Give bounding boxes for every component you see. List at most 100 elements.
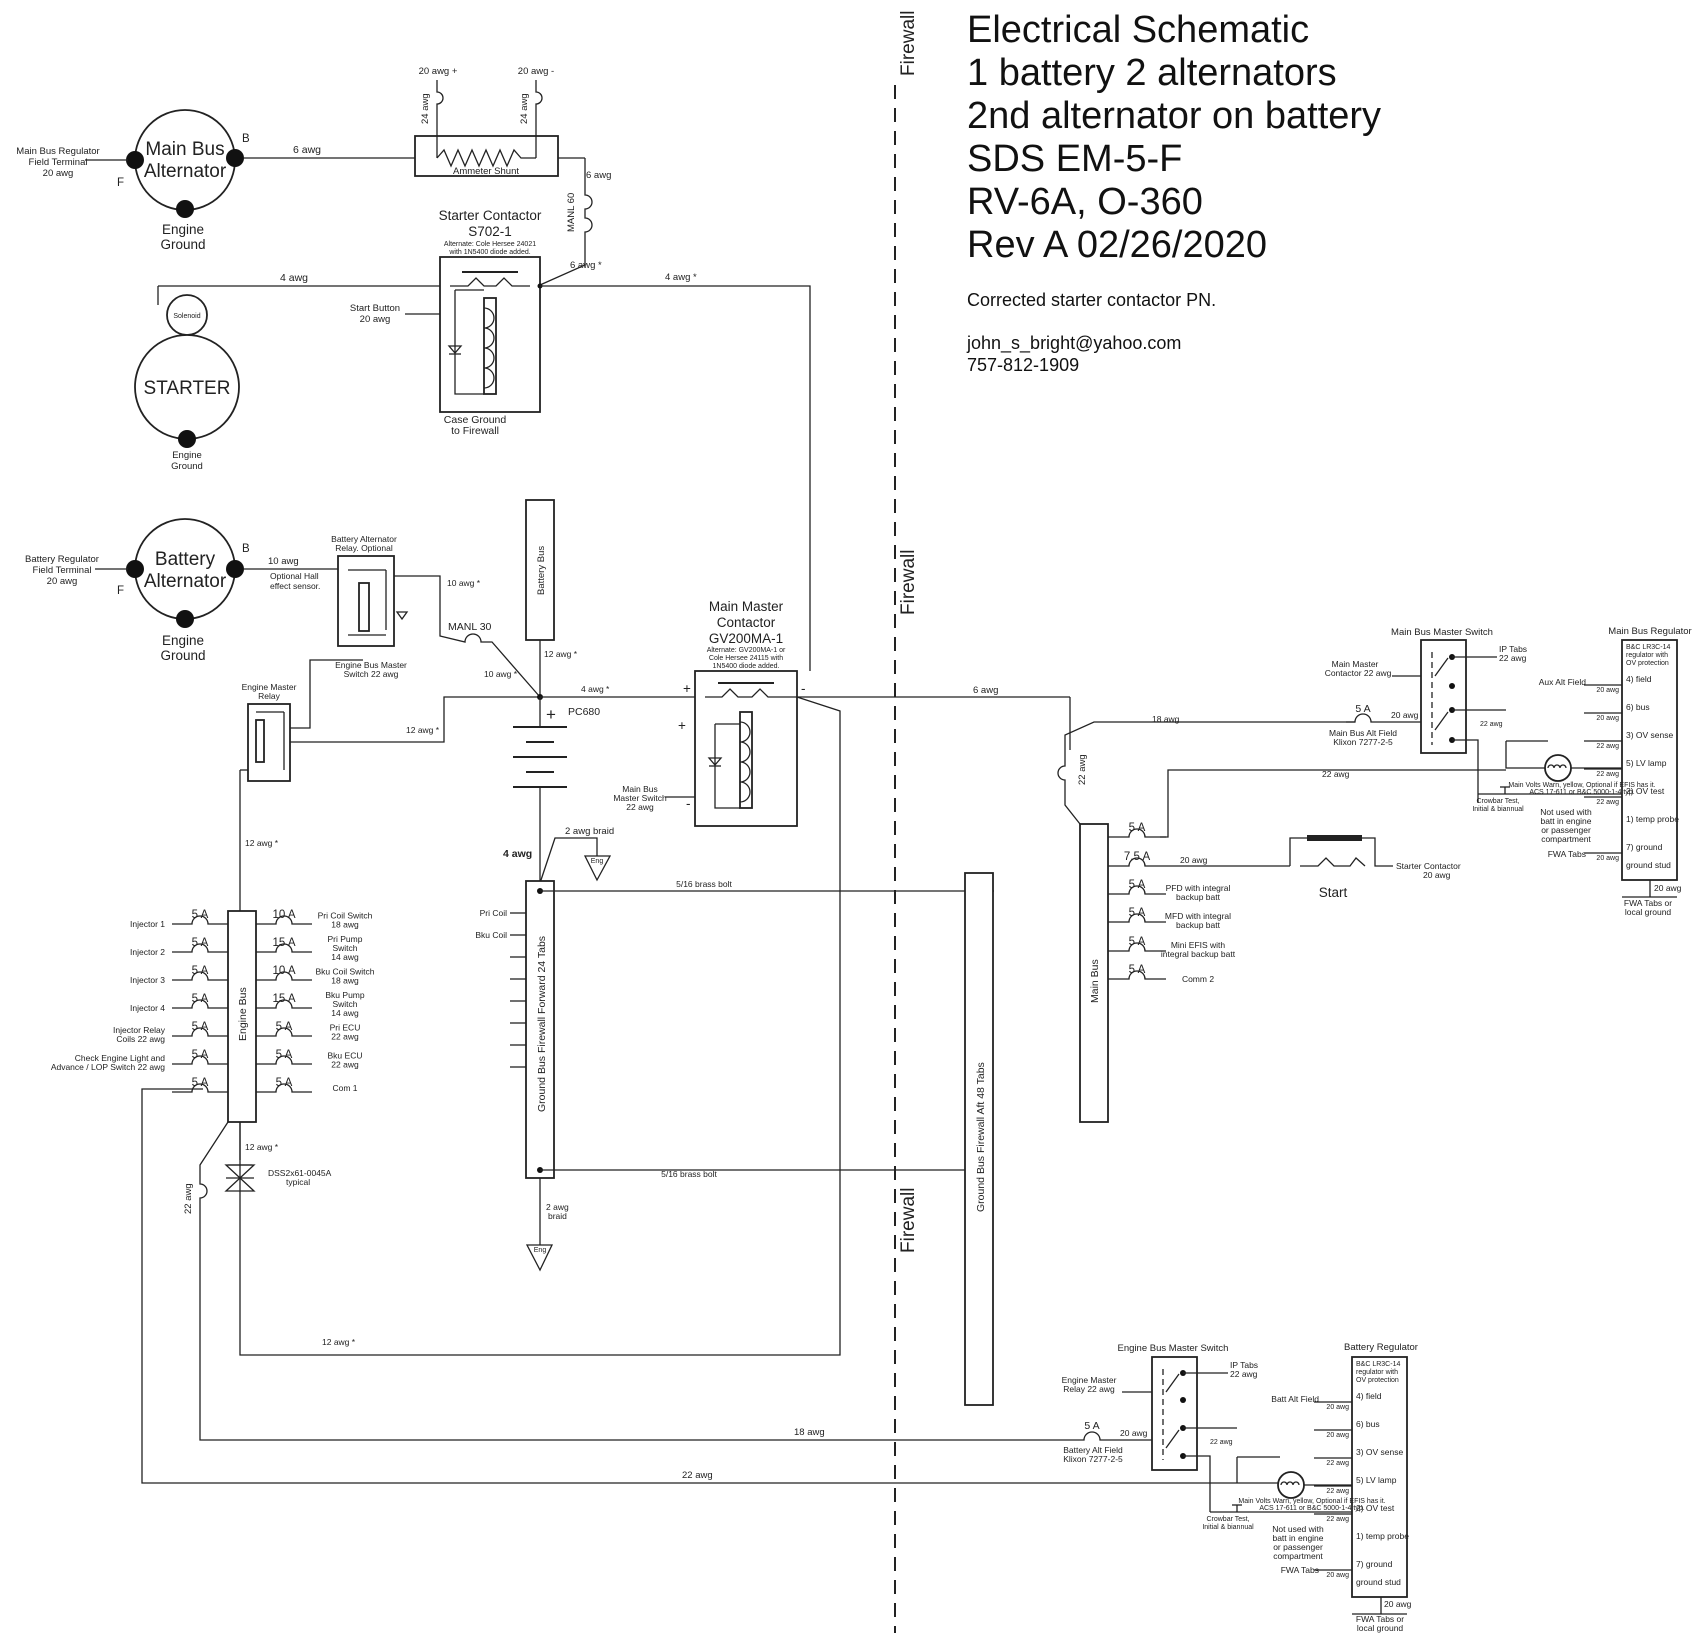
engine-bus-right-l1-6: Bku ECU (328, 1051, 363, 1061)
author-phone: 757-812-1909 (967, 355, 1079, 375)
engine-bus-left-label-1: Injector 1 (130, 919, 165, 929)
main-master-title-3: GV200MA-1 (709, 631, 783, 646)
batt-reg-terminal-5: 2) OV test (1356, 1503, 1395, 1513)
main-master-6awg: 6 awg (973, 685, 998, 696)
engine-bus-left-fuse-3: 5 A (192, 965, 209, 977)
main-reg-wire-2: 20 awg (1596, 715, 1619, 722)
main-bus-regulator: Main Bus Regulator B&C LR3C-14 regulator… (1472, 626, 1691, 917)
engine-master-relay: Engine Master Relay Engine Bus Master Sw… (239, 659, 540, 911)
engine-master-relay-2: Relay (258, 691, 280, 701)
main-bus-label: Main Bus (1089, 959, 1101, 1003)
case-ground-2: to Firewall (451, 425, 499, 437)
batt-alt-label-2: Alternator (144, 571, 227, 592)
main-master-plus-2: + (678, 718, 686, 733)
engine-bus-right-l1-3: Bku Coil Switch (315, 967, 374, 977)
main-alt-field-2: Field Terminal (29, 157, 88, 168)
ground-bus-fwd: Ground Bus Firewall Forward 24 Tabs Pri … (475, 879, 994, 1272)
main-master-title-1: Main Master (709, 599, 784, 614)
hall-sensor-1: Optional Hall (270, 571, 319, 581)
batt-reg-wire-5: 22 awg (1326, 1516, 1349, 1523)
engine-bus-18awg: 18 awg (794, 1427, 825, 1438)
main-reg-aux: Aux Alt Field (1539, 677, 1587, 687)
main-bus-alternator: Main Bus Alternator B F Main Bus Regulat… (16, 109, 435, 252)
batt-reg-terminal-6: 1) temp probe (1356, 1531, 1409, 1541)
starter-right-4awg: 4 awg * (665, 272, 697, 283)
main-ip-tabs-2: 22 awg (1499, 653, 1527, 663)
main-reg-terminal-5: 2) OV test (1626, 786, 1665, 796)
main-switch-3: 22 awg (626, 802, 654, 812)
main-notused-3: or passenger (1541, 825, 1591, 835)
batt-alt-relay-2: Relay. Optional (335, 543, 393, 553)
title-line-2: 1 battery 2 alternators (967, 52, 1337, 94)
engine-bus-right-l3-4: 14 awg (331, 1008, 359, 1018)
engine-bus-right-l1-7: Com 1 (332, 1083, 357, 1093)
eng-switch-fuse: 5 A (1084, 1420, 1099, 1432)
batt-alt-relay-1: Battery Alternator (331, 534, 397, 544)
main-alt-wire-label: 6 awg (293, 144, 321, 156)
main-klixon-2: Klixon 7277-2-5 (1333, 737, 1393, 747)
engine-bus-left-fuse-7: 5 A (192, 1077, 209, 1089)
engine-bus-right-l2-6: 22 awg (331, 1060, 359, 1070)
revision-note: Corrected starter contactor PN. (967, 290, 1216, 310)
batt-reg-wire-7: 20 awg (1326, 1572, 1349, 1579)
main-alt-field-1: Main Bus Regulator (16, 146, 99, 157)
start-contactor-1: Starter Contactor (1396, 861, 1461, 871)
main-bus-fuse-4: 5 A (1129, 907, 1146, 919)
battery-plus: + (546, 705, 556, 724)
batt-reg-h2: regulator with (1356, 1369, 1398, 1376)
start-contactor-2: 20 awg (1423, 870, 1451, 880)
main-alt-field-3: 20 awg (43, 168, 74, 179)
starter-contactor-title: Starter Contactor (439, 208, 542, 223)
starter-contactor: Starter Contactor S702-1 Alternate: Cole… (350, 208, 602, 437)
engine-loop-12awg: 12 awg * (322, 1337, 356, 1347)
engine-bus-left-fuse-4: 5 A (192, 993, 209, 1005)
diode-typical: typical (286, 1177, 310, 1187)
batt-alt-10awg: 10 awg (268, 556, 299, 567)
main-fwa-tabs: FWA Tabs (1548, 849, 1586, 859)
battery: + PC680 4 awg 4 awg * 2 awg braid Eng (503, 684, 695, 884)
batt-notused-3: or passenger (1273, 1542, 1323, 1552)
starter-in-wire: 6 awg * (570, 260, 602, 271)
main-switch-22awg: 22 awg (1480, 721, 1503, 728)
main-bus-master-switch: Main Bus Master Switch IP Tabs 22 awg Ma… (1325, 627, 1527, 794)
title-line-5: RV-6A, O-360 (967, 181, 1203, 223)
main-notused-4: compartment (1541, 834, 1591, 844)
battery-neg-wire: 4 awg (503, 848, 532, 860)
main-mc-1: Main Master (1332, 659, 1379, 669)
batt-alt-ground-1: Engine (162, 633, 204, 648)
eng-ip-tabs-2: 22 awg (1230, 1369, 1258, 1379)
start-switch: Start Starter Contactor 20 awg (1166, 835, 1461, 900)
batt-reg-terminal-2: 6) bus (1356, 1419, 1380, 1429)
batt-alt-f-terminal: F (117, 585, 124, 597)
main-reg-wire-3: 22 awg (1596, 743, 1619, 750)
main-switch-20awg: 20 awg (1391, 710, 1419, 720)
engine-bus-12awg: 12 awg * (245, 1142, 279, 1152)
main-reg-wire-1: 20 awg (1596, 687, 1619, 694)
engine-bus-right-l3-2: 14 awg (331, 952, 359, 962)
engine-bus-left-sub-5: Coils 22 awg (116, 1034, 165, 1044)
main-mc-2: Contactor 22 awg (1325, 668, 1392, 678)
batt-reg-wire-4: 22 awg (1326, 1488, 1349, 1495)
batt-notused-4: compartment (1273, 1551, 1323, 1561)
main-bus-row-sub-5: integral backup batt (1161, 949, 1236, 959)
main-lamp-2: ACS 17-611 or B&C 5000-1-4 typ. (1529, 789, 1634, 796)
main-reg-title: Main Bus Regulator (1608, 626, 1691, 637)
shunt-wire-2: 24 awg (519, 93, 530, 124)
main-klixon-1: Main Bus Alt Field (1329, 728, 1397, 738)
main-bus-row-label-5: Mini EFIS with (1171, 940, 1226, 950)
batt-lamp-1: Main Volts Warn, yellow, Optional if EFI… (1238, 1498, 1385, 1505)
main-crowbar-1: Crowbar Test, (1476, 798, 1519, 805)
case-ground-1: Case Ground (444, 414, 507, 426)
bolt-bottom-label: 5/16 brass bolt (661, 1169, 717, 1179)
battery-pos-wire: 4 awg * (581, 684, 610, 694)
eng-klixon-1: Battery Alt Field (1063, 1445, 1123, 1455)
batt-reg-terminal-1: 4) field (1356, 1391, 1382, 1401)
battery-regulator: Battery Regulator B&C LR3C-14 regulator … (1202, 1342, 1418, 1633)
author-email: john_s_bright@yahoo.com (966, 333, 1181, 354)
batt-reg-wire-2: 20 awg (1326, 1432, 1349, 1439)
engine-bus-right-fuse-2: 15 A (272, 937, 295, 949)
ground-bus-aft: Ground Bus Firewall Aft 48 Tabs (964, 872, 994, 1406)
engine-bus-left-label-4: Injector 4 (130, 1003, 165, 1013)
